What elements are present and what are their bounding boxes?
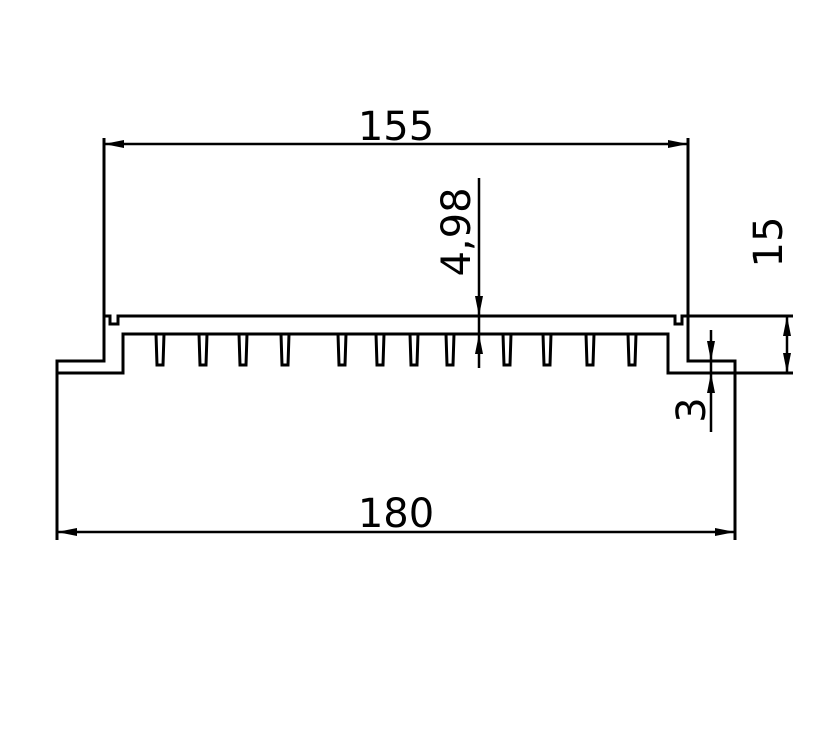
- fin: [501, 333, 513, 367]
- fins: [154, 333, 638, 367]
- arrow-down: [707, 341, 715, 361]
- fin: [197, 333, 209, 367]
- fin: [626, 333, 638, 367]
- dim-180-label: 180: [358, 491, 434, 537]
- fin: [408, 333, 420, 367]
- dim-498-label: 4,98: [434, 187, 480, 276]
- arrow-down: [475, 296, 483, 316]
- arrow-left: [57, 528, 77, 536]
- arrow-down: [783, 353, 791, 373]
- arrow-up: [475, 334, 483, 354]
- top-plate-outline: [55, 138, 793, 540]
- fin: [584, 333, 596, 367]
- dim-3-label: 3: [669, 397, 715, 422]
- arrow-up: [783, 316, 791, 336]
- fin: [237, 333, 249, 367]
- arrow-up: [707, 373, 715, 393]
- fin: [154, 333, 166, 367]
- arrow-right: [668, 140, 688, 148]
- arrow-right: [715, 528, 735, 536]
- top-plate-line: [104, 314, 793, 326]
- arrow-left: [104, 140, 124, 148]
- dim-15-label: 15: [746, 217, 792, 268]
- fin: [444, 333, 456, 367]
- dim-155-label: 155: [358, 104, 434, 150]
- fin: [336, 333, 348, 367]
- fin: [541, 333, 553, 367]
- fin: [374, 333, 386, 367]
- fin: [279, 333, 291, 367]
